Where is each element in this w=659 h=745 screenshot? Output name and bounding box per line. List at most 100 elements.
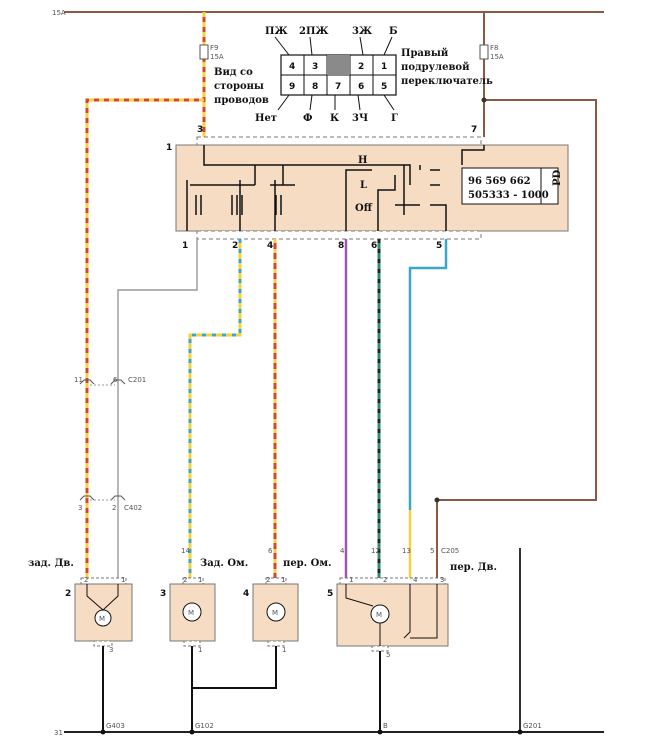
motor-4-pin-b: 1 bbox=[281, 576, 285, 584]
motor-2-pin-a: 2 bbox=[84, 576, 88, 584]
wire-rear-motor-feed bbox=[85, 98, 204, 580]
c205-pin-14: 14 bbox=[181, 547, 190, 555]
motor-3-number: 3 bbox=[160, 589, 166, 599]
connector-empty-cell bbox=[327, 55, 350, 75]
wire-front-motor-feed bbox=[436, 99, 597, 578]
cv-bot-4: 6 bbox=[358, 82, 364, 92]
motor-2-pin-b: 1 bbox=[121, 576, 125, 584]
motor-2-number: 2 bbox=[65, 589, 71, 599]
c205-pin-13: 13 bbox=[402, 547, 411, 555]
motor-front-drive: M 5 1 2 4 3 5 пер. Дв. bbox=[327, 562, 497, 659]
motor-5-pin-c: 4 bbox=[413, 576, 418, 584]
motor-2-label: зад. Дв. bbox=[28, 558, 74, 569]
switch-title-1: Правый bbox=[401, 48, 449, 59]
c205-pin-5: 5 bbox=[430, 547, 434, 555]
wire-washer-ground-link bbox=[191, 646, 277, 689]
switch-pin-6: 6 bbox=[371, 241, 377, 251]
splice-c205: 14 6 4 12 13 5 C205 bbox=[181, 547, 459, 555]
switch-part-label bbox=[461, 167, 559, 205]
cv-label-2pzh: 2ПЖ bbox=[299, 26, 329, 37]
c402-pin-2: 2 bbox=[112, 504, 116, 512]
wire-pin1-grey bbox=[117, 239, 198, 580]
motor-5-label: пер. Дв. bbox=[450, 562, 497, 573]
cv-caption-3: проводов bbox=[214, 95, 269, 106]
cv-label-g: Г bbox=[391, 113, 398, 124]
cv-label-f: Ф bbox=[303, 113, 313, 124]
c402-pin-3: 3 bbox=[78, 504, 82, 512]
cv-bot-2: 8 bbox=[312, 82, 318, 92]
switch-pin-8: 8 bbox=[338, 241, 344, 251]
motor-2-glyph: M bbox=[99, 615, 105, 623]
motor-2-pin-bottom: 3 bbox=[109, 646, 113, 654]
c201-pin-11: 11 bbox=[74, 376, 83, 384]
c205-pin-4: 4 bbox=[340, 547, 345, 555]
switch-pin-2: 2 bbox=[232, 241, 238, 251]
ground-g102: G102 bbox=[195, 722, 214, 730]
switch-title-2: подрулевой bbox=[401, 62, 470, 73]
fuse-f8 bbox=[479, 44, 489, 60]
motor-3-pin-a: 2 bbox=[183, 576, 187, 584]
motor-5-pin-bottom: 5 bbox=[386, 651, 390, 659]
c201-pin-6: 6 bbox=[113, 376, 118, 384]
motor-4-pin-bottom: 1 bbox=[282, 646, 286, 654]
switch-top-connector bbox=[196, 136, 482, 146]
motor-5-pin-d: 3 bbox=[440, 576, 444, 584]
motor-rear-washer: M 3 2 1 1 Зад. Ом. bbox=[160, 558, 248, 654]
ground-g201: G201 bbox=[523, 722, 542, 730]
c205-pin-12: 12 bbox=[371, 547, 380, 555]
cv-caption-1: Вид со bbox=[214, 67, 253, 78]
cv-label-pzh: ПЖ bbox=[265, 26, 288, 37]
motor-front-washer: M 4 2 1 1 пер. Ом. bbox=[243, 558, 332, 654]
switch-code: PD bbox=[552, 169, 563, 186]
motor-3-label: Зад. Ом. bbox=[200, 558, 248, 569]
switch-part-number-1: 96 569 662 bbox=[468, 176, 531, 187]
switch-top-pin-7: 7 bbox=[471, 125, 477, 135]
motor-4-number: 4 bbox=[243, 589, 249, 599]
cv-label-b: Б bbox=[389, 26, 398, 37]
cv-top-5: 1 bbox=[381, 62, 387, 72]
switch-part-number-2: 505333 - 1000 bbox=[468, 190, 549, 201]
cv-caption-2: стороны bbox=[214, 81, 264, 92]
cv-bot-5: 5 bbox=[381, 82, 387, 92]
motor-5-glyph: M bbox=[376, 611, 382, 619]
switch-number: 1 bbox=[166, 143, 172, 153]
motor-rear-drive: M 2 2 1 3 зад. Дв. bbox=[28, 558, 133, 654]
ground-b: B bbox=[383, 722, 388, 730]
fuse-f8-name: F8 bbox=[490, 44, 498, 52]
feed-top-label: 15A bbox=[52, 9, 66, 17]
motor-5-pin-b: 2 bbox=[383, 576, 387, 584]
motor-5-number: 5 bbox=[327, 589, 333, 599]
switch-mode-off: Off bbox=[355, 203, 373, 214]
cv-label-k: К bbox=[330, 113, 339, 124]
cv-label-net: Нет bbox=[255, 113, 277, 124]
c402-name: C402 bbox=[124, 504, 142, 512]
cv-label-3zh: 3Ж bbox=[352, 26, 373, 37]
fuse-f8-rating: 15A bbox=[490, 53, 504, 61]
splice-c402: 3 2 C402 bbox=[78, 495, 142, 512]
wire-pin5-blue bbox=[408, 239, 448, 510]
cv-top-4: 2 bbox=[358, 62, 364, 72]
motor-4-label: пер. Ом. bbox=[283, 558, 332, 569]
motor-3-glyph: M bbox=[188, 609, 194, 617]
cv-top-2: 3 bbox=[312, 62, 318, 72]
switch-title-3: переключатель bbox=[401, 76, 493, 87]
motor-3-pin-bottom: 1 bbox=[198, 646, 202, 654]
cv-bot-1: 9 bbox=[289, 82, 295, 92]
switch-pin-5: 5 bbox=[436, 241, 442, 251]
splice-c201: 11 6 C201 bbox=[74, 376, 146, 386]
cv-label-3ch: 3Ч bbox=[352, 113, 368, 124]
switch-top-pin-3: 3 bbox=[197, 125, 203, 135]
cv-bot-3: 7 bbox=[335, 82, 341, 92]
switch-mode-l: L bbox=[360, 180, 367, 191]
motor-4-pin-a: 2 bbox=[266, 576, 270, 584]
cv-top-1: 4 bbox=[289, 62, 295, 72]
switch-pin-1: 1 bbox=[182, 241, 188, 251]
fuse-f9-rating: 15A bbox=[210, 53, 224, 61]
switch-mode-h: H bbox=[358, 155, 367, 166]
motor-3-pin-b: 1 bbox=[198, 576, 202, 584]
switch-bottom-connector bbox=[196, 230, 482, 240]
c205-pin-6: 6 bbox=[268, 547, 273, 555]
switch-internal-contacts bbox=[186, 145, 485, 231]
